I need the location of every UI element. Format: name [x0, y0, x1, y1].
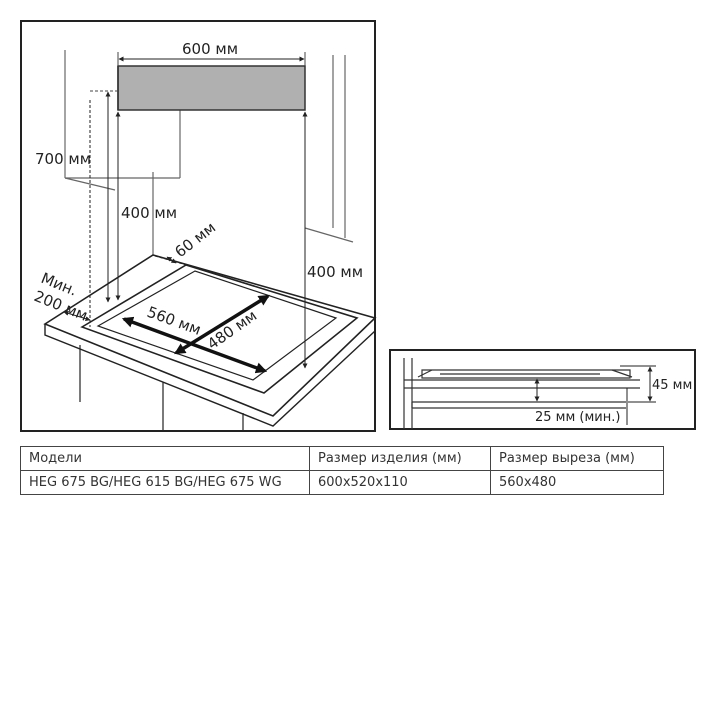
table-row: HEG 675 BG/HEG 615 BG/HEG 675 WG 600x520… [20, 470, 664, 495]
cutout-480-arrow [174, 294, 270, 355]
height-400-right-label: 400 мм [307, 263, 363, 281]
depth-60-dimension [154, 255, 191, 267]
width-600-dimension [117, 52, 306, 66]
height-700-dimension [90, 90, 118, 303]
depth-60-label: 60 мм [171, 218, 219, 261]
height-400-left-label: 400 мм [121, 204, 177, 222]
cell-cutout-size: 560x480 [490, 470, 664, 495]
cutout-560-label: 560 мм [145, 303, 204, 339]
gap-25-dimension [534, 378, 628, 425]
width-600-label: 600 мм [182, 40, 238, 58]
depth-45-label: 45 мм [652, 378, 692, 393]
detail-frame [389, 349, 696, 430]
depth-45-dimension [620, 365, 656, 403]
col-header-models: Модели [20, 446, 310, 471]
min-200-dimension [63, 100, 91, 327]
col-header-cutout-size: Размер выреза (мм) [490, 446, 664, 471]
cell-product-size: 600x520x110 [309, 470, 491, 495]
col-header-product-size: Размер изделия (мм) [309, 446, 491, 471]
table-header-row: Модели Размер изделия (мм) Размер выреза… [20, 446, 664, 471]
main-diagram-frame [20, 20, 376, 432]
detail-section [403, 358, 640, 429]
countertop [43, 254, 377, 431]
installation-drawing: 600 мм 700 мм 400 мм 400 мм Мин. 200 мм … [20, 20, 696, 432]
range-hood [117, 65, 306, 111]
spec-table: Модели Размер изделия (мм) Размер выреза… [20, 446, 664, 495]
height-700-label: 700 мм [35, 150, 91, 168]
gap-25-label: 25 мм (мин.) [535, 410, 620, 425]
cell-models: HEG 675 BG/HEG 615 BG/HEG 675 WG [20, 470, 310, 495]
